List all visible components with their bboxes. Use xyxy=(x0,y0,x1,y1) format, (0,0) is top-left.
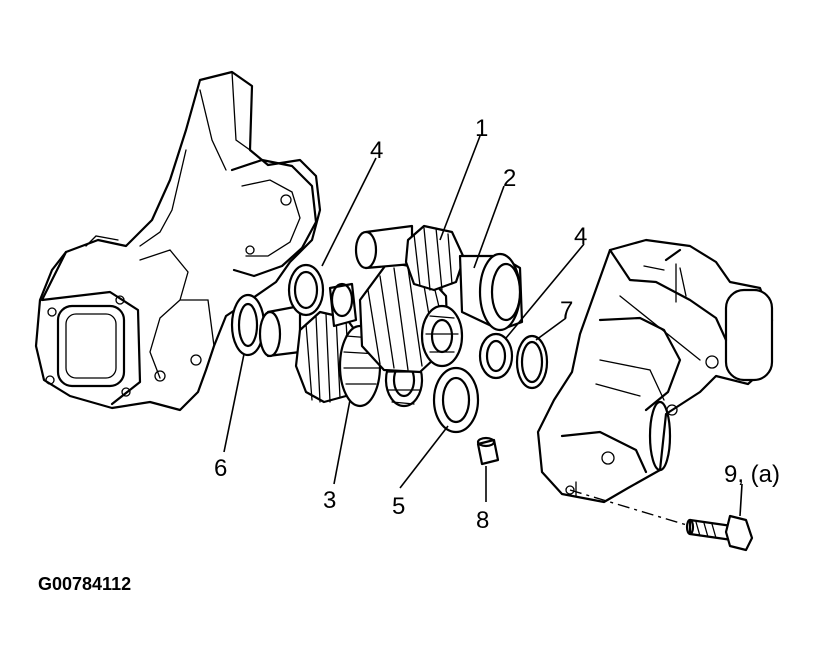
bearing-cup-4-right xyxy=(478,332,514,380)
callout-4-left: 4 xyxy=(370,137,383,164)
left-housing xyxy=(34,70,322,412)
callout-1: 1 xyxy=(475,115,488,142)
bearing-race-5 xyxy=(432,366,480,434)
dowel-pin-8 xyxy=(476,436,500,466)
callout-2: 2 xyxy=(503,165,516,192)
callout-7: 7 xyxy=(560,297,573,324)
leader-lines xyxy=(223,135,743,517)
figure-id: G00784112 xyxy=(38,574,131,594)
callout-9a: 9, (a) xyxy=(724,461,780,488)
callout-8: 8 xyxy=(476,507,489,534)
right-cover xyxy=(536,238,774,504)
o-ring-7 xyxy=(515,334,549,390)
snap-ring-4-left xyxy=(287,263,325,317)
drive-gear-1 xyxy=(354,224,524,332)
idler-gear-2 xyxy=(328,260,464,374)
callout-4-right: 4 xyxy=(574,223,587,250)
oil-seal-6 xyxy=(230,293,266,357)
bolt-centerline xyxy=(569,489,691,527)
callout-5: 5 xyxy=(392,493,405,520)
callout-6: 6 xyxy=(214,455,227,482)
bolt-9 xyxy=(685,514,754,552)
callout-3: 3 xyxy=(323,487,336,514)
